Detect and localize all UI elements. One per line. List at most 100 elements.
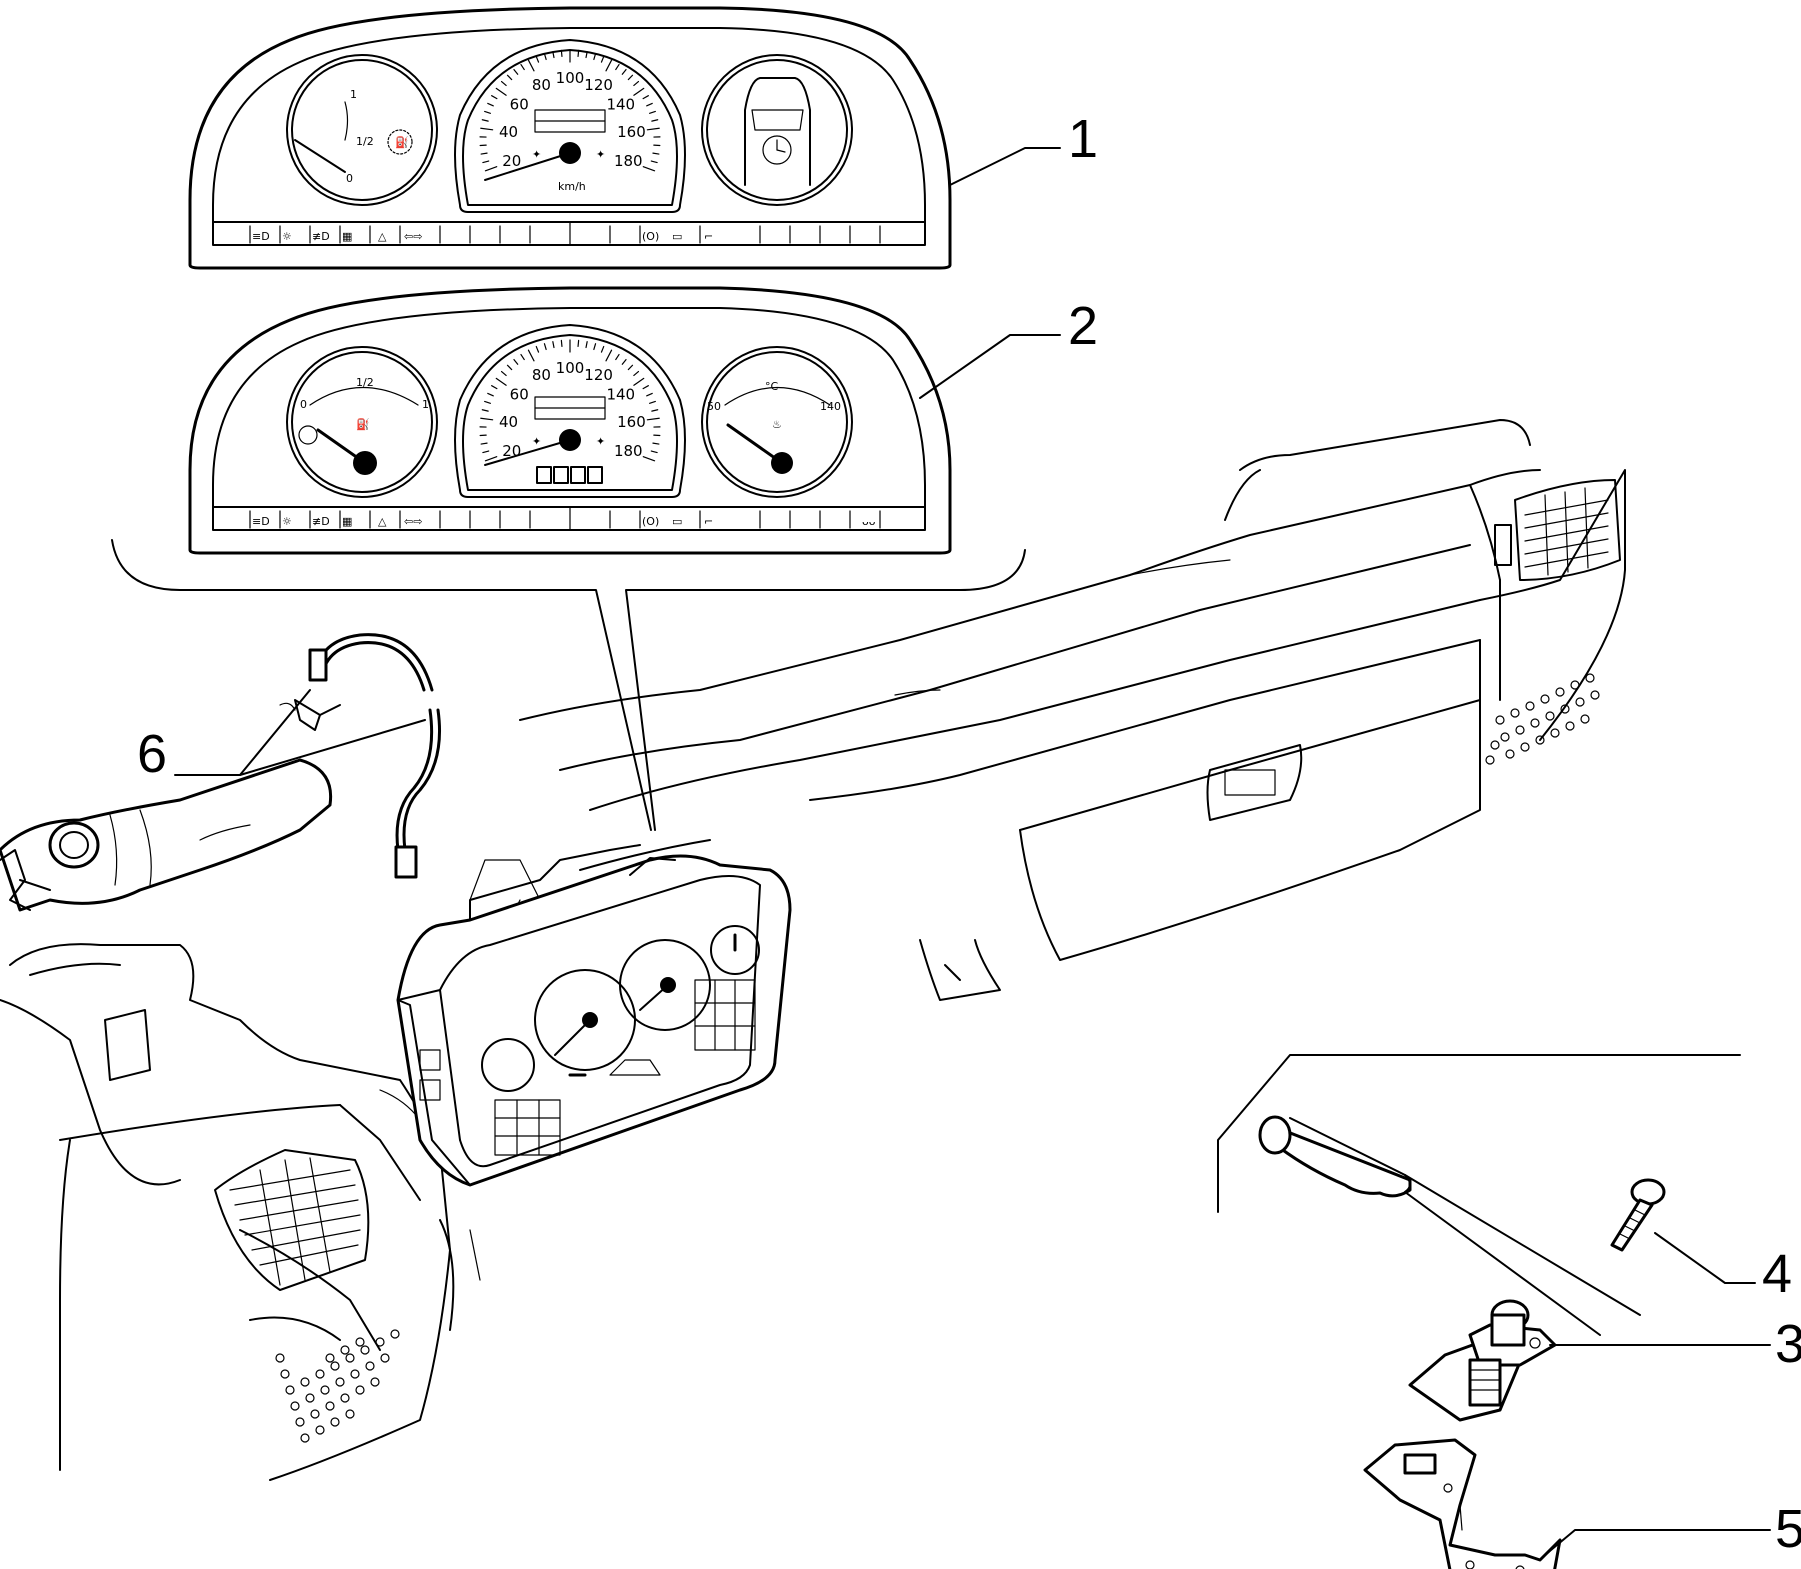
- warning-light-strip: ≡D ☼ ≢D ▦ △ ⇦⇨ (O) ▭ ⌐: [249, 221, 881, 246]
- speedometer-cable: [279, 633, 442, 879]
- right-air-vent: [1494, 479, 1621, 581]
- speed-tick-label: 80: [532, 76, 551, 94]
- speed-tick-mark: [600, 345, 605, 353]
- speed-tick-mark: [552, 51, 555, 59]
- fuel2-tick-full: 1: [422, 398, 429, 411]
- speed-tick-mark: [552, 341, 555, 349]
- callout-5-label: 5: [1775, 1499, 1801, 1559]
- speed-tick-mark: [543, 343, 547, 351]
- fuel2-tick-half: 1/2: [356, 376, 374, 389]
- speed-unit: km/h: [558, 180, 586, 193]
- screw-part-4: 4: [1610, 1178, 1792, 1304]
- installed-instrument-cluster: [396, 844, 792, 1187]
- odometer-display: [536, 466, 603, 484]
- fuel-tick-full: 1: [350, 88, 357, 101]
- speed-tick-mark: [480, 152, 488, 155]
- speed-tick-mark: [633, 87, 645, 96]
- speed-tick-mark: [585, 51, 588, 59]
- speed-tick-mark: [487, 102, 494, 107]
- temp-unit: °C: [765, 380, 779, 393]
- hazard-icon: △: [378, 230, 387, 243]
- speed-tick-mark: [650, 160, 658, 164]
- speed-tick-label: 160: [617, 123, 646, 141]
- fuel-gauge-2: ⛽ 0 1/2 1: [286, 346, 438, 498]
- headlamp-icon: ≡D: [252, 230, 270, 243]
- speed-tick-mark: [642, 456, 656, 462]
- fuel-tick-half: 1/2: [356, 135, 374, 148]
- coolant-icon: ♨: [772, 418, 782, 431]
- speed-tick-mark: [585, 341, 588, 349]
- rear-demister-icon-2: ▦: [342, 515, 352, 528]
- speed-tick-label: 100: [556, 359, 585, 377]
- speed-tick-mark: [480, 442, 488, 445]
- speed-tick-label: 180: [614, 442, 643, 460]
- indicator-icon: ⇦⇨: [404, 230, 422, 243]
- speed-tick-mark: [543, 53, 547, 61]
- speed-tick-mark: [615, 353, 620, 361]
- instrument-cluster-1: ≡D ☼ ≢D ▦ △ ⇦⇨ (O) ▭ ⌐ ⛽ 0 1/2 1 204: [188, 6, 952, 270]
- battery-icon-2: ▭: [672, 515, 682, 528]
- speed-tick-label: 120: [584, 366, 613, 384]
- speed-tick-mark: [484, 400, 491, 404]
- speed-tick-mark: [577, 339, 580, 347]
- headlamp-icon-2: ≡D: [252, 515, 270, 528]
- speed-tick-mark: [495, 87, 507, 96]
- speed-tick-label: 20: [502, 152, 521, 170]
- turn-left-icon-2: ✦: [532, 435, 541, 448]
- speed-tick-mark: [520, 63, 525, 71]
- oil-pressure-icon-2: ⌐: [704, 515, 713, 528]
- brake-warning-icon-2: (O): [642, 515, 659, 528]
- callout-4-label: 4: [1762, 1244, 1792, 1304]
- latch-part-3: 3: [1408, 1299, 1801, 1422]
- speed-tick-mark: [652, 442, 660, 445]
- instrument-cluster-2: ≡D ☼ ≢D ▦ △ ⇦⇨ (O) ▭ ⌐ ᴗᴗ ⛽ 0 1/2 1: [188, 286, 952, 555]
- speed-tick-mark: [649, 400, 656, 404]
- steering-column-shroud: [0, 758, 333, 912]
- speed-tick-mark: [491, 385, 498, 390]
- turn-left-icon: ✦: [532, 148, 541, 161]
- handbrake-detail: 4 3 5: [1217, 1054, 1801, 1569]
- speed-tick-mark: [560, 339, 563, 347]
- speed-tick-mark: [633, 370, 640, 377]
- speed-tick-mark: [481, 119, 489, 122]
- fuel-pump-icon-2: ⛽: [356, 418, 370, 431]
- glove-box: [1019, 639, 1481, 961]
- fuel-pump-icon: ⛽: [395, 136, 409, 149]
- callout-2: 2: [919, 296, 1098, 399]
- bracket-part-5: 5: [1363, 1438, 1801, 1569]
- foglamp-icon: ≢D: [312, 230, 330, 243]
- speed-tick-mark: [593, 53, 597, 61]
- speed-tick-mark: [484, 110, 491, 114]
- speed-tick-label: 180: [614, 152, 643, 170]
- oil-pressure-icon: ⌐: [704, 230, 713, 243]
- speed-tick-label: 80: [532, 366, 551, 384]
- fuel-gauge-1: ⛽ 0 1/2 1: [286, 54, 438, 206]
- temp-tick-high: 140: [820, 400, 841, 413]
- glow-plug-icon: ᴗᴗ: [862, 515, 876, 528]
- left-speaker-grille: [275, 1329, 400, 1443]
- speed-tick-label: 140: [606, 95, 635, 113]
- brake-warning-icon: (O): [642, 230, 659, 243]
- left-air-vent: [214, 1149, 370, 1291]
- rear-demister-icon: ▦: [342, 230, 352, 243]
- speed-tick-mark: [642, 166, 656, 172]
- speed-tick-mark: [480, 417, 494, 421]
- speed-tick-mark: [627, 74, 634, 81]
- speed-tick-mark: [482, 160, 490, 164]
- turn-right-icon-2: ✦: [596, 435, 605, 448]
- speed-tick-label: 160: [617, 413, 646, 431]
- speed-tick-mark: [513, 68, 519, 75]
- speed-tick-mark: [513, 358, 519, 365]
- callout-1: 1: [949, 109, 1098, 186]
- speed-tick-mark: [652, 152, 660, 155]
- speed-tick-mark: [651, 119, 659, 122]
- speed-tick-mark: [527, 349, 535, 362]
- speed-tick-mark: [646, 392, 653, 397]
- foglamp-icon-2: ≢D: [312, 515, 330, 528]
- speed-tick-mark: [482, 450, 490, 454]
- fuel-tick-0: 0: [346, 172, 353, 185]
- dashboard: [0, 419, 1626, 1481]
- sidelight-icon: ☼: [282, 230, 292, 243]
- warning-light-strip-2: ≡D ☼ ≢D ▦ △ ⇦⇨ (O) ▭ ⌐ ᴗᴗ: [249, 506, 881, 531]
